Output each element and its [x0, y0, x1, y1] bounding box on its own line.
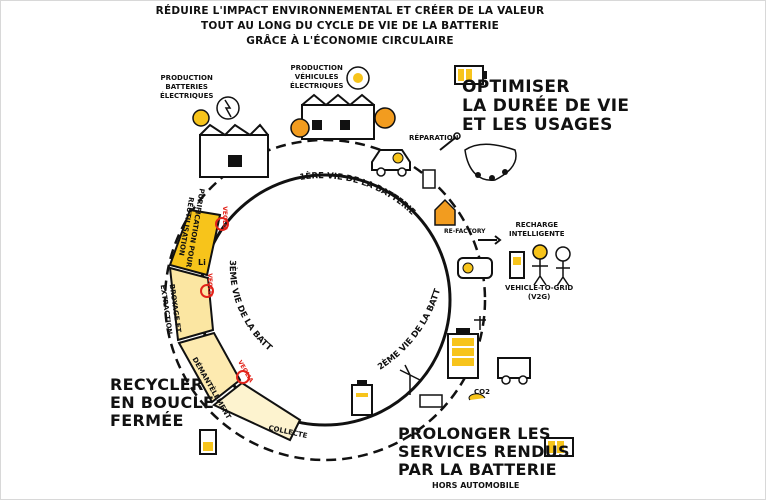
- battery-collected-icon: [351, 380, 373, 416]
- recycling-band: [168, 208, 302, 442]
- title-line-3: GRÂCE À L'ÉCONOMIE CIRCULAIRE: [246, 35, 454, 47]
- battery-factory-icon: [192, 96, 269, 178]
- veolia-mark-2: VEOLIA: [205, 273, 213, 298]
- vie1-label: 1ÈRE VIE DE LA BATTERIE: [299, 170, 417, 218]
- big-battery-icon: [447, 328, 479, 379]
- battery-charge-icon: [454, 65, 487, 85]
- veolia-logo-icon: [200, 217, 250, 384]
- co2-label: CO2: [474, 388, 490, 396]
- vehicle-factory-icon: [290, 66, 396, 140]
- refactory-icon: [434, 198, 456, 226]
- title-line-2: TOUT AU LONG DU CYCLE DE VIE DE LA BATTE…: [200, 20, 500, 32]
- title-line-1: RÉDUIRE L'IMPACT ENVIRONNEMENTAL ET CRÉE…: [155, 5, 545, 17]
- recycled-battery-icon: [199, 429, 217, 455]
- lithium-label: Li: [198, 258, 206, 267]
- reparation-label: RÉPARATION: [409, 134, 459, 142]
- repair-car-icon: [371, 132, 461, 177]
- production-batteries-label: PRODUCTION BATTERIES ÉLECTRIQUES: [160, 74, 214, 100]
- v2g-label: VEHICLE-TO-GRID (V2G): [505, 284, 574, 301]
- heading-prolonger: PROLONGER LES SERVICES RENDUS PAR LA BAT…: [398, 424, 570, 479]
- renewable-energy-icon: [399, 364, 486, 408]
- anchor-icon: [474, 316, 486, 330]
- charging-car-icon: [457, 251, 525, 279]
- recharge-label: RECHARGE INTELLIGENTE: [509, 221, 565, 238]
- heading-recycler: RECYCLER EN BOUCLE FERMÉE: [110, 375, 215, 430]
- heading-optimiser: OPTIMISER LA DURÉE DE VIE ET LES USAGES: [462, 77, 630, 136]
- map-icon: [464, 143, 517, 181]
- diagram-title: RÉDUIRE L'IMPACT ENVIRONNEMENTAL ET CRÉE…: [150, 4, 550, 49]
- production-vehicules-label: PRODUCTION VÉHICULES ÉLECTRIQUES: [290, 64, 344, 90]
- van-icon: [497, 357, 531, 385]
- hors-automobile-label: HORS AUTOMOBILE: [432, 481, 520, 490]
- people-icon: [532, 244, 571, 287]
- re-factory-label: RE-FACTORY: [444, 228, 486, 235]
- veolia-mark-1: VEOLIA: [220, 206, 228, 231]
- battery-pack-icon: [422, 169, 436, 189]
- up-battery-icon: [544, 437, 574, 457]
